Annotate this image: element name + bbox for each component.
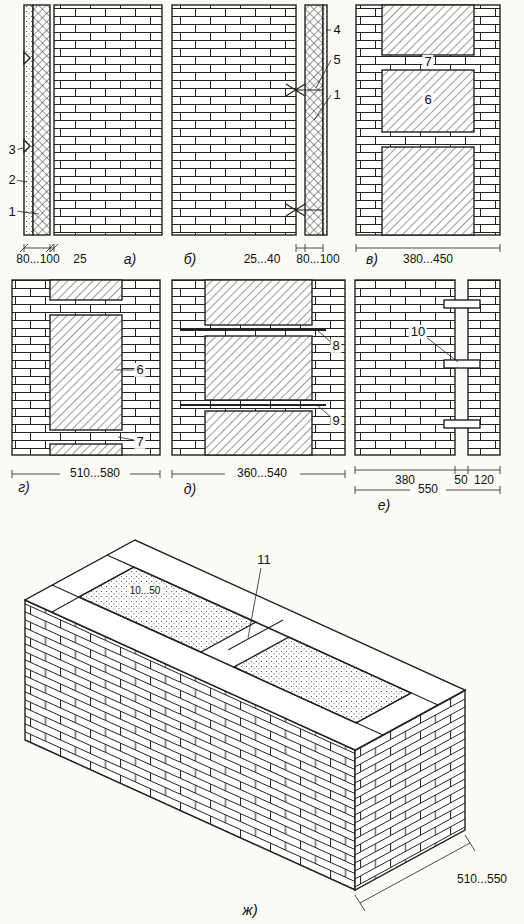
- panel-letter: д): [182, 482, 198, 497]
- callout-number: 11: [255, 553, 273, 567]
- callout-number: 8: [330, 339, 341, 353]
- callout-number: 7: [422, 55, 433, 69]
- dimension: 360...540: [235, 467, 289, 480]
- panel-letter: а): [122, 252, 138, 267]
- dimension: 25...40: [242, 253, 283, 266]
- dimension: 380...450: [401, 253, 455, 266]
- callout-number: 6: [422, 93, 433, 107]
- callout-number: 7: [134, 435, 145, 449]
- panel-letter: ж): [240, 902, 259, 919]
- dimension: 10...50: [128, 585, 163, 596]
- callout-number: 4: [331, 23, 342, 37]
- dimension: 380: [393, 474, 417, 487]
- callout-number: 1: [6, 205, 17, 219]
- panel-letter: б): [182, 252, 199, 267]
- dimension: 510...580: [68, 467, 122, 480]
- dimension: 120: [472, 474, 496, 487]
- callout-number: 1: [331, 88, 342, 102]
- callout-number: 2: [6, 173, 17, 187]
- panel-letter: г): [16, 480, 32, 495]
- panel-letter: е): [376, 498, 392, 513]
- callout-number: 3: [6, 143, 17, 157]
- dimension: 510...550: [455, 873, 509, 886]
- panel-letter: в): [364, 252, 380, 267]
- callout-number: 6: [134, 363, 145, 377]
- callout-number: 9: [330, 414, 341, 428]
- dimension: 80...100: [294, 253, 341, 266]
- dimension: 50: [452, 474, 469, 487]
- callout-number: 5: [331, 53, 342, 67]
- callout-number: 10: [409, 325, 427, 339]
- dimension: 80...100: [14, 253, 61, 266]
- dimension: 25: [71, 253, 88, 266]
- dimension: 550: [416, 483, 440, 496]
